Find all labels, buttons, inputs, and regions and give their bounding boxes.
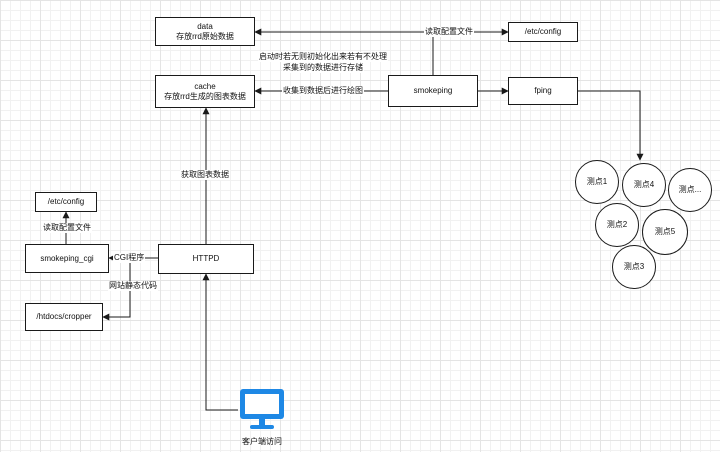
edge-label-init-store-1: 启动时若无则初始化出来若有不处理 xyxy=(258,52,388,62)
probe-node: 测点2 xyxy=(595,203,639,247)
fping-node-label: fping xyxy=(534,86,552,95)
probe-node: 测点3 xyxy=(612,245,656,289)
edge-client-to-httpd xyxy=(202,273,238,411)
edge-label-get-chart: 获取图表数据 xyxy=(180,170,230,180)
etc-config-left-label: /etc/config xyxy=(47,197,85,206)
httpd-node-label: HTTPD xyxy=(192,254,220,263)
edge-fping-to-probes xyxy=(578,90,644,161)
etc-config-top-node: /etc/config xyxy=(508,22,578,42)
probe-label: 测点1 xyxy=(586,177,608,186)
smokeping-cgi-label: smokeping_cgi xyxy=(40,253,94,263)
edge-label-read-config-left: 读取配置文件 xyxy=(42,223,92,233)
edge-label-static-code: 网站静态代码 xyxy=(108,281,158,291)
probe-node: 测点1 xyxy=(575,160,619,204)
edge-label-collect-plot: 收集到数据后进行绘图 xyxy=(282,86,364,96)
smokeping-node-label: smokeping xyxy=(413,86,453,95)
probe-label: 测点2 xyxy=(606,220,628,229)
edge-label-cgi-program: CGI程序 xyxy=(113,253,146,263)
fping-node: fping xyxy=(508,77,578,105)
probe-label: 测点5 xyxy=(654,227,676,236)
data-node: data 存放rrd原始数据 xyxy=(155,17,255,46)
probe-node: 测点4 xyxy=(622,163,666,207)
data-node-desc: 存放rrd原始数据 xyxy=(176,31,234,41)
probe-node: 测点5 xyxy=(642,209,688,255)
cache-node-title: cache xyxy=(194,81,216,91)
etc-config-left-node: /etc/config xyxy=(35,192,97,212)
htdocs-node: /htdocs/cropper xyxy=(25,303,103,331)
probe-label: 测点4 xyxy=(633,180,655,189)
probe-node: 测点... xyxy=(668,168,712,212)
data-node-title: data xyxy=(197,21,213,31)
etc-config-top-label: /etc/config xyxy=(524,27,562,36)
smokeping-node: smokeping xyxy=(388,75,478,107)
edge-httpd-to-htdocs xyxy=(102,258,131,321)
probe-label: 测点3 xyxy=(623,262,645,271)
cache-node: cache 存放rrd生成的图表数据 xyxy=(155,75,255,108)
smokeping-cgi-node: smokeping_cgi xyxy=(25,244,109,273)
htdocs-node-label: /htdocs/cropper xyxy=(36,312,92,321)
edge-label-init-store-2: 采集到的数据进行存储 xyxy=(282,63,364,73)
client-label: 客户端访问 xyxy=(242,437,282,446)
httpd-node: HTTPD xyxy=(158,244,254,274)
monitor-icon xyxy=(240,389,284,429)
probe-label: 测点... xyxy=(678,185,702,194)
edge-smokeping-to-etc-config-top xyxy=(432,28,509,75)
edge-label-read-config-top: 读取配置文件 xyxy=(424,27,474,37)
cache-node-desc: 存放rrd生成的图表数据 xyxy=(164,91,246,101)
